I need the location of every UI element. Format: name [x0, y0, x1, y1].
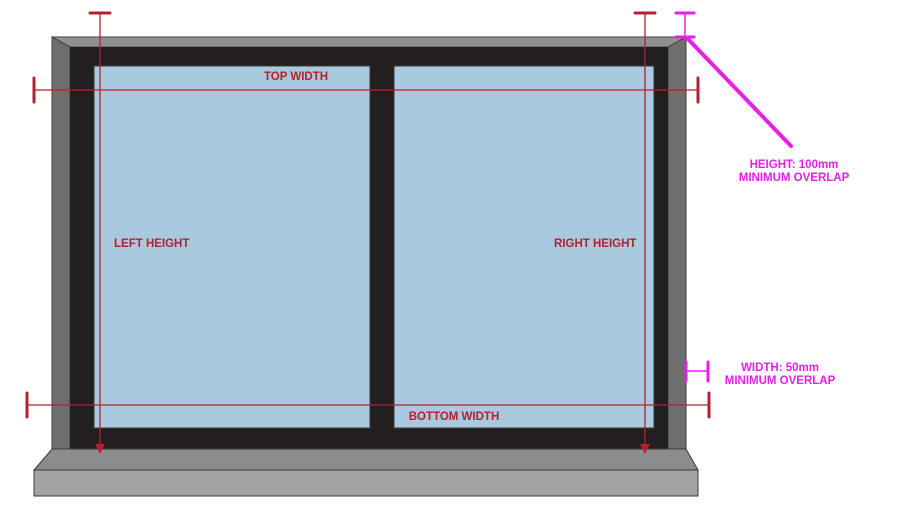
left-glass-pane [93, 65, 371, 429]
window-sill [32, 448, 699, 497]
height-overlap-label-line1: HEIGHT: 100mm [750, 159, 839, 171]
height-overlap-pointer [685, 36, 793, 148]
top-width-line [32, 76, 700, 104]
recess-left-reveal [51, 36, 71, 450]
left-height-line [88, 11, 112, 454]
bottom-width-line [25, 391, 711, 419]
height-overlap-label-line2: MINIMUM OVERLAP [739, 172, 850, 184]
bottom-width-label: BOTTOM WIDTH [409, 411, 500, 423]
left-height-arrowhead [95, 444, 105, 454]
overlap-indicators [674, 11, 793, 383]
right-height-label: RIGHT HEIGHT [554, 238, 636, 250]
width-overlap-label-line2: MINIMUM OVERLAP [725, 375, 836, 387]
sill-top [32, 448, 699, 471]
sill-front [33, 469, 699, 497]
width-overlap-label-line1: WIDTH: 50mm [741, 362, 819, 374]
right-height-line [633, 11, 657, 454]
left-height-label: LEFT HEIGHT [114, 238, 189, 250]
recess-right-reveal [667, 36, 687, 450]
recess-top-reveal [50, 36, 688, 48]
measurement-lines [25, 11, 711, 454]
top-width-label: TOP WIDTH [264, 71, 328, 83]
height-overlap-marker [674, 11, 793, 148]
right-glass-pane [393, 65, 655, 429]
width-overlap-marker [684, 360, 710, 383]
right-height-arrowhead [640, 444, 650, 454]
